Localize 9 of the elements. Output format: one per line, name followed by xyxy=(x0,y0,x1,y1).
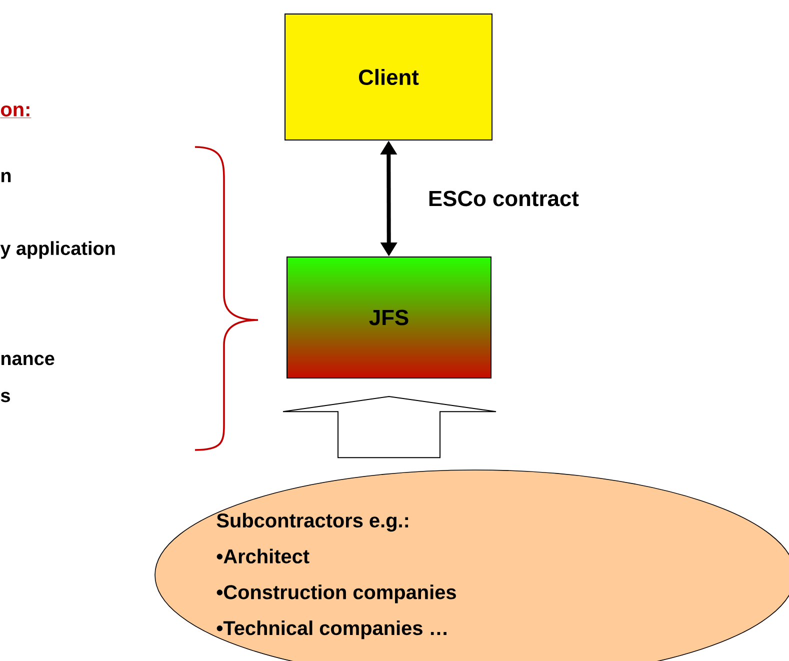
company-box: JFS xyxy=(286,256,492,378)
block-arrow xyxy=(282,396,496,458)
client-box: Client xyxy=(284,14,492,140)
list-text: nance xyxy=(1,354,54,366)
list-text: y application xyxy=(0,241,115,259)
list-text: n xyxy=(1,172,11,182)
edge-label: ESCo contract xyxy=(426,190,580,208)
list-text: s xyxy=(0,392,10,402)
section-heading: on: xyxy=(0,106,32,118)
